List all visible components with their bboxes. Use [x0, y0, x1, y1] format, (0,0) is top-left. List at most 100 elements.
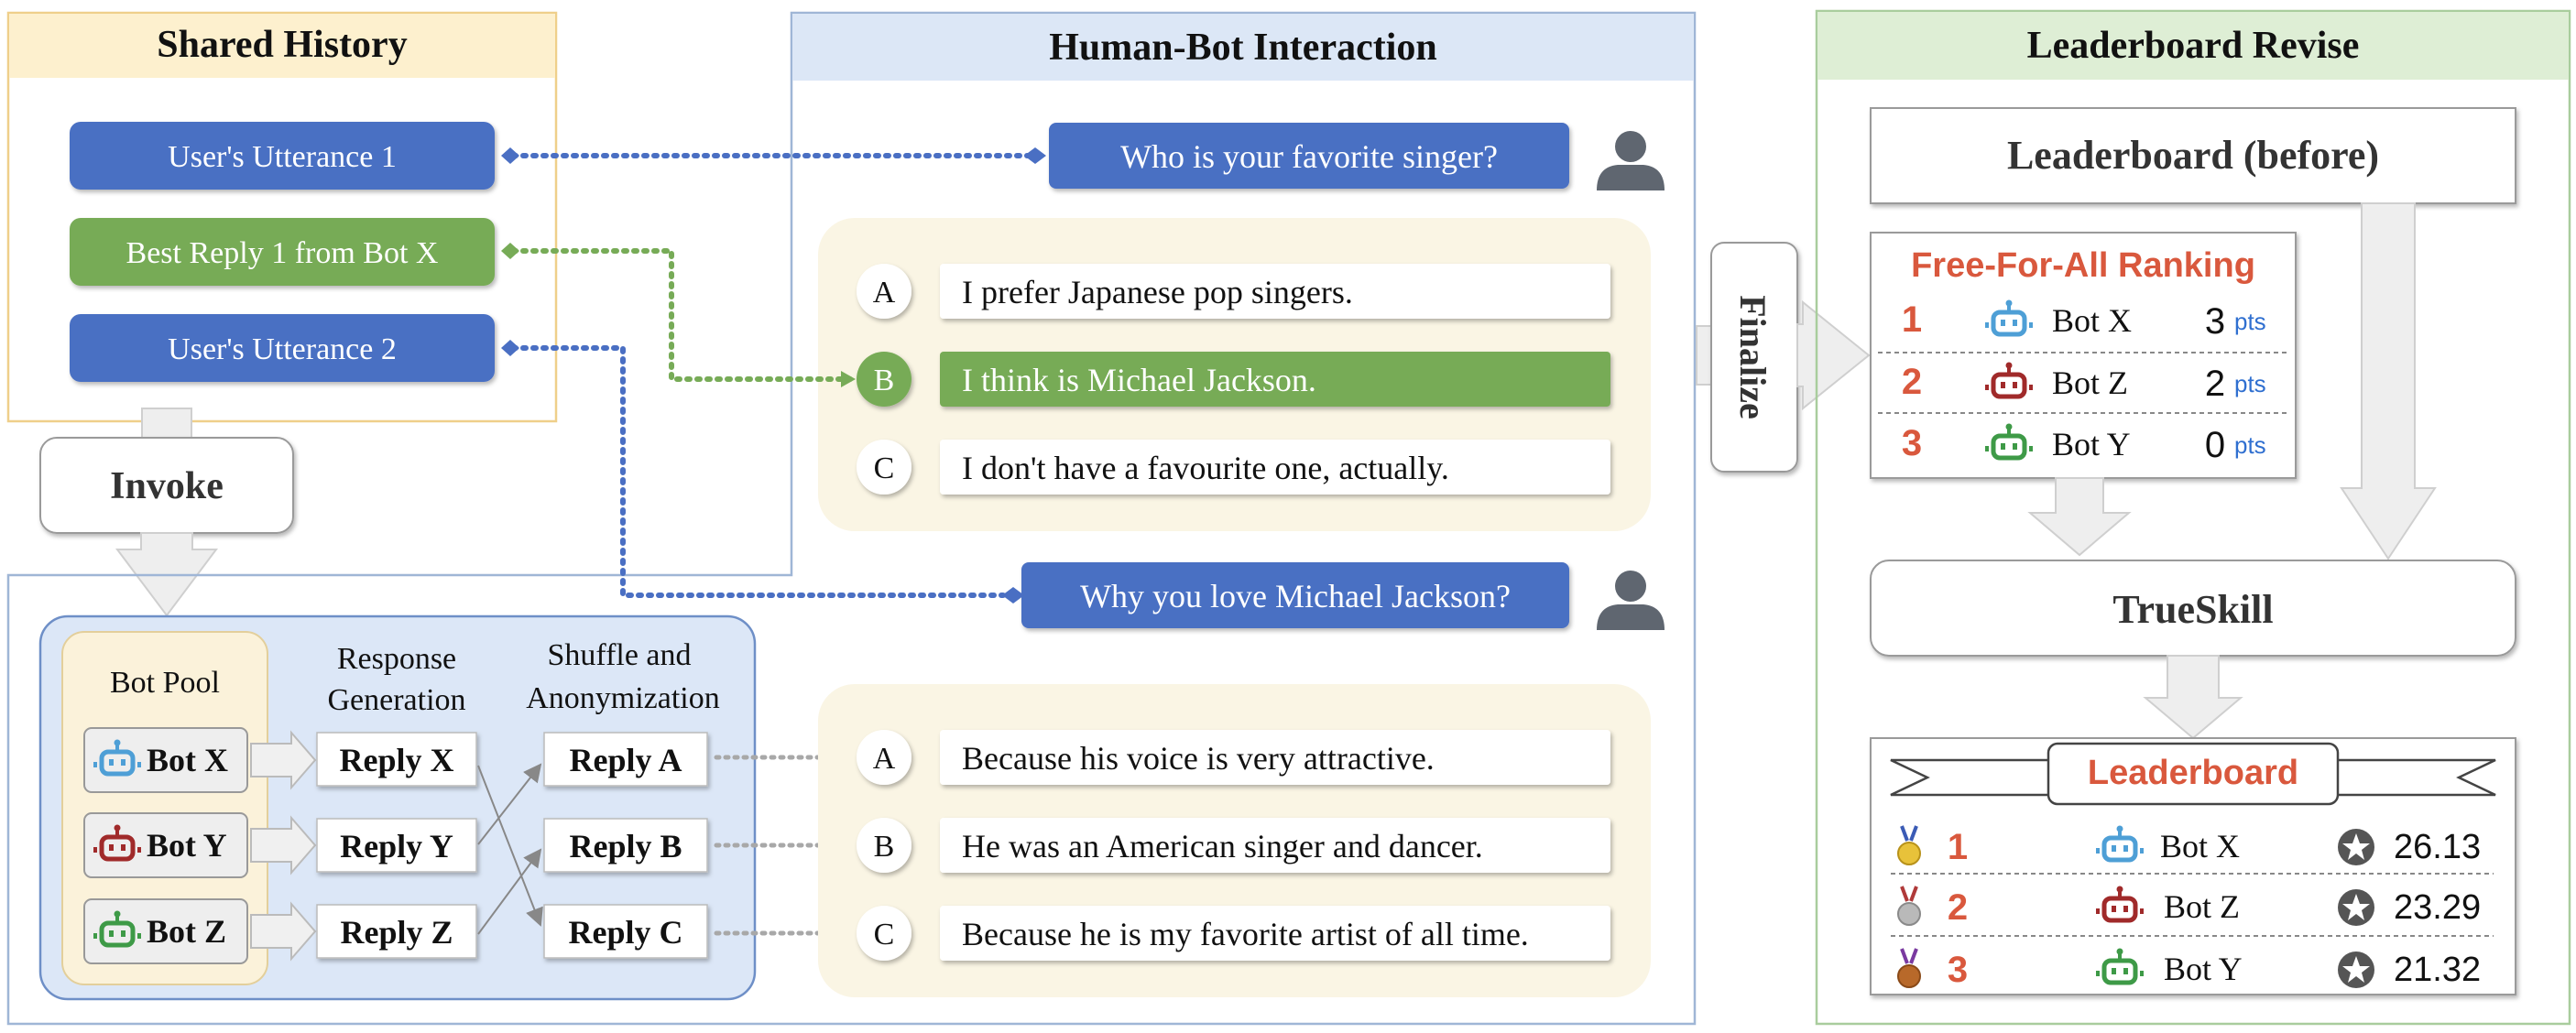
ffa-row-3-unit: pts [2234, 431, 2266, 459]
final-row-2-rank: 2 [1948, 887, 1968, 928]
bot-x-card: Bot X [83, 727, 248, 793]
round1-option-a-letter: A [873, 276, 896, 310]
final-row-2: 2 Bot Z 23.29 [1897, 886, 2481, 928]
human-bot-panel: Human-Bot Interaction [6, 11, 1697, 1026]
final-row-3-bot: Bot Y [2164, 951, 2243, 987]
user-avatar-1-icon [1597, 131, 1665, 190]
leaderboard-before-label: Leaderboard (before) [2007, 133, 2379, 178]
history-item-1-label: User's Utterance 1 [168, 140, 397, 174]
leaderboard-before-box [1870, 107, 2516, 204]
reply-b-label: Reply B [569, 828, 682, 864]
ffa-row-2-pts: 2 [2205, 364, 2225, 404]
reply-x-label: Reply X [340, 742, 454, 778]
ffa-dividers [1878, 352, 2288, 414]
round2-option-b-letter: B [874, 830, 895, 864]
reply-a-label: Reply A [569, 742, 682, 778]
round2-option-c[interactable]: C Because he is my favorite artist of al… [857, 906, 1610, 961]
round1-option-c-letter: C [874, 451, 895, 485]
leaderboard-revise-title: Leaderboard Revise [2027, 25, 2360, 67]
final-row-1-score: 26.13 [2394, 828, 2481, 866]
ffa-row-1-pts: 3 [2205, 301, 2225, 342]
reply-c-box [543, 904, 708, 959]
final-row-1-bot: Bot X [2160, 828, 2240, 864]
history-links [510, 153, 1033, 598]
ffa-row-3-bot: Bot Y [2052, 426, 2131, 462]
ffa-row-2-bot: Bot Z [2052, 364, 2128, 401]
round2-option-b-text: He was an American singer and dancer. [962, 828, 1483, 864]
ffa-ranking-box [1870, 232, 2297, 479]
leaderboard-ribbon [1890, 742, 2496, 806]
ffa-row-2: 2 Bot Z 2 pts [1902, 362, 2266, 404]
reply-c-label: Reply C [569, 914, 683, 951]
final-row-2-score: 23.29 [2394, 888, 2481, 927]
ffa-ranking-title: Free-For-All Ranking [1911, 246, 2255, 285]
ffa-to-trueskill-arrow [2027, 477, 2132, 557]
final-row-1-rank: 1 [1948, 827, 1968, 867]
user-question-1-text: Who is your favorite singer? [1120, 138, 1498, 175]
human-bot-title: Human-Bot Interaction [1049, 27, 1437, 69]
gold-medal-icon [1897, 825, 1921, 865]
shared-history-panel: Shared History [6, 11, 558, 423]
final-row-3-rank: 3 [1948, 950, 1968, 990]
bot-pool-label: Bot Pool [110, 666, 220, 700]
ffa-row-1: 1 Bot X 3 pts [1902, 299, 2266, 342]
user-question-2-text: Why you love Michael Jackson? [1080, 578, 1511, 614]
round2-option-c-letter: C [874, 918, 895, 951]
final-leaderboard-title: Leaderboard [2088, 754, 2298, 792]
history-item-3-label: User's Utterance 2 [168, 332, 397, 366]
user-question-2-bubble [1021, 562, 1569, 628]
bot-y-label: Bot Y [147, 827, 227, 864]
round1-option-a[interactable]: A I prefer Japanese pop singers. [857, 264, 1610, 319]
shuffle-line1: Shuffle and [547, 638, 691, 672]
shuffle-arrows [477, 763, 543, 935]
round1-option-b-text: I think is Michael Jackson. [962, 362, 1316, 398]
ffa-row-1-bot: Bot X [2052, 302, 2132, 339]
shared-history-title: Shared History [157, 24, 407, 66]
history-item-1 [70, 122, 495, 190]
reply-b-box [543, 818, 708, 873]
round1-option-a-text: I prefer Japanese pop singers. [962, 274, 1353, 310]
arrow-bot-z [250, 901, 317, 962]
bot-x-label: Bot X [147, 742, 228, 778]
round1-option-c[interactable]: C I don't have a favourite one, actually… [857, 440, 1610, 495]
ffa-row-3-pts: 0 [2205, 425, 2225, 465]
reply-y-label: Reply Y [340, 828, 453, 864]
final-row-1: 1 Bot X 26.13 [1897, 825, 2481, 867]
star-badge-icon [2338, 829, 2374, 865]
round2-option-a[interactable]: A Because his voice is very attractive. [857, 730, 1610, 785]
ffa-row-3: 3 Bot Y 0 pts [1902, 423, 2266, 465]
bot-pool-container [61, 631, 268, 985]
history-item-3 [70, 314, 495, 382]
leaderboard-revise-panel: Leaderboard Revise [1815, 9, 2571, 1026]
history-item-2-label: Best Reply 1 from Bot X [126, 236, 439, 270]
round2-option-b[interactable]: B He was an American singer and dancer. [857, 818, 1610, 873]
response-generation-line1: Response [337, 642, 456, 676]
user-avatar-2-icon [1597, 571, 1665, 630]
reply-a-box [543, 732, 708, 787]
round2-option-a-text: Because his voice is very attractive. [962, 740, 1435, 777]
reply-x-box [316, 732, 477, 787]
silver-medal-icon [1897, 886, 1921, 926]
round1-option-c-text: I don't have a favourite one, actually. [962, 450, 1449, 486]
reply-y-box [316, 818, 477, 873]
trueskill-to-leaderboard-arrow [2143, 655, 2243, 740]
finalize-arrow [1796, 299, 1871, 411]
bronze-medal-icon [1897, 948, 1921, 988]
bot-z-card: Bot Z [83, 898, 248, 964]
star-badge-icon [2338, 951, 2374, 988]
star-badge-icon [2338, 889, 2374, 926]
final-dividers [1891, 873, 2494, 937]
round2-option-a-letter: A [873, 742, 896, 776]
trueskill-label: TrueSkill [2112, 587, 2273, 632]
reply-z-box [316, 904, 477, 959]
invoke-stem-top [141, 408, 192, 439]
round1-option-b[interactable]: B I think is Michael Jackson. [857, 352, 1610, 407]
bot-z-label: Bot Z [147, 913, 226, 950]
ffa-row-2-rank: 2 [1902, 362, 1922, 402]
bot-y-card: Bot Y [83, 812, 248, 878]
response-generation-line2: Generation [327, 683, 465, 717]
final-row-3-score: 21.32 [2394, 951, 2481, 989]
invoke-label: Invoke [110, 465, 224, 507]
